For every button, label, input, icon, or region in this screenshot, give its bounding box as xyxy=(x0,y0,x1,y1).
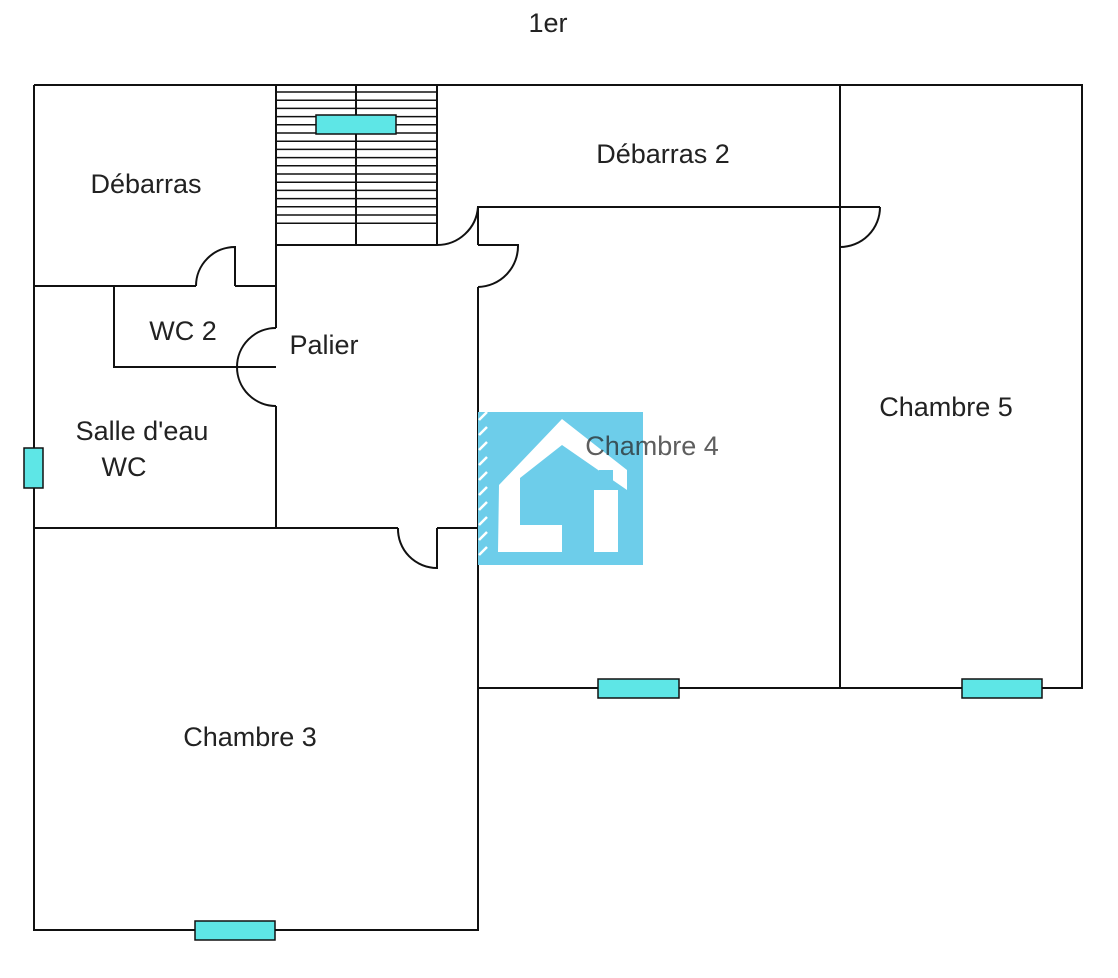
door-chambre4 xyxy=(477,244,520,288)
room-label-salle-deau-wc: WC xyxy=(102,452,147,482)
room-label-debarras: Débarras xyxy=(90,169,201,199)
floor-title: 1er xyxy=(528,8,567,38)
window-salle-deau xyxy=(23,447,44,489)
window-chambre3 xyxy=(194,920,276,941)
room-label-chambre3: Chambre 3 xyxy=(183,722,317,752)
doors xyxy=(195,206,881,570)
windows xyxy=(23,114,1043,941)
room-label-chambre5: Chambre 5 xyxy=(879,392,1013,422)
window-chambre5 xyxy=(961,678,1043,699)
room-label-wc2: WC 2 xyxy=(149,316,217,346)
door-salle-deau xyxy=(235,327,277,407)
window-chambre4 xyxy=(597,678,680,699)
door-chambre5 xyxy=(839,206,881,248)
room-label-chambre4: Chambre 4 xyxy=(585,431,719,461)
room-label-debarras2: Débarras 2 xyxy=(596,139,730,169)
house-logo-icon xyxy=(478,411,643,565)
window-stairs xyxy=(315,114,397,135)
door-debarras2 xyxy=(436,206,479,247)
walls xyxy=(33,84,1083,931)
door-wc2 xyxy=(195,245,236,287)
room-label-salle-deau: Salle d'eau xyxy=(76,416,209,446)
door-chambre3 xyxy=(396,527,438,570)
room-label-palier: Palier xyxy=(289,330,358,360)
